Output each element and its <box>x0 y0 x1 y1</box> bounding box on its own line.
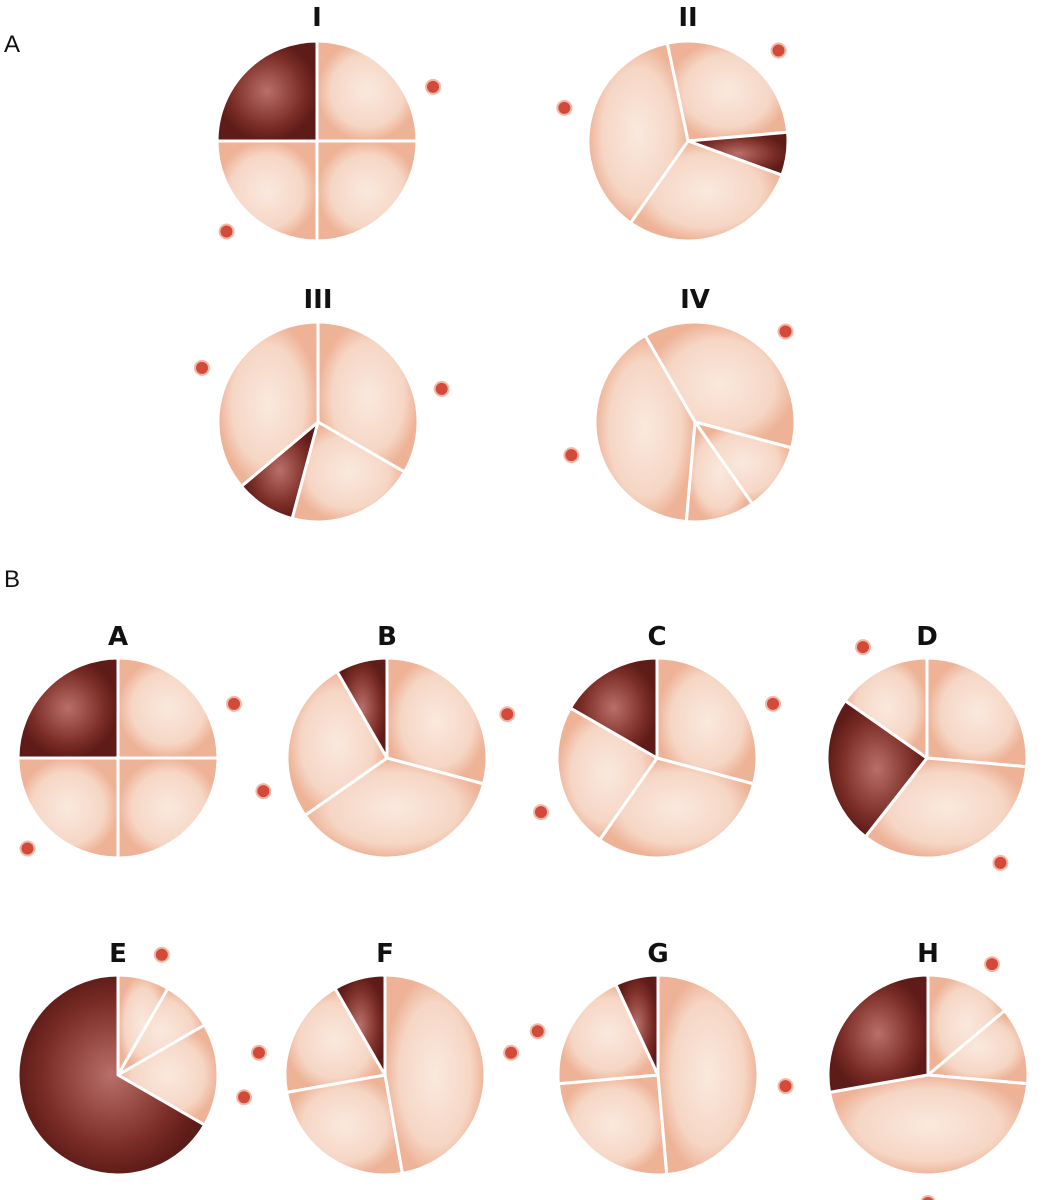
diagram-label-F: F <box>376 939 394 969</box>
diagram-label-H: H <box>917 939 939 969</box>
light-segment-2 <box>116 756 220 860</box>
light-segment-1 <box>656 973 760 1177</box>
dark-segment-4 <box>333 973 387 1077</box>
diagram-label-A: A <box>108 622 128 652</box>
dark-segment-4 <box>335 656 389 760</box>
light-segment-2 <box>303 756 486 860</box>
dark-segment-4 <box>16 656 120 760</box>
panel-label-b: B <box>4 566 20 593</box>
light-segment-1 <box>655 656 759 786</box>
light-segment-1 <box>925 656 1029 769</box>
diagram-A: A <box>16 622 243 860</box>
diagram-label-D: D <box>916 622 938 652</box>
marker-dot-2 <box>920 1195 936 1200</box>
marker-dot-2 <box>250 1044 267 1061</box>
marker-dot-2 <box>255 783 272 800</box>
light-segment-3 <box>555 706 659 842</box>
diagram-label-IV: IV <box>680 285 710 315</box>
diagram-I: I <box>215 3 442 243</box>
marker-dot-2 <box>236 1089 253 1106</box>
light-segment-2 <box>290 420 407 524</box>
diagram-label-B: B <box>377 622 397 652</box>
dark-segment-4 <box>568 656 659 760</box>
light-segment-1 <box>315 39 419 143</box>
marker-dot-2 <box>556 99 573 116</box>
marker-dot-1 <box>984 956 1000 973</box>
dark-segment-4 <box>215 39 319 143</box>
diagram-E: E <box>16 939 253 1177</box>
diagram-G: G <box>529 939 794 1177</box>
marker-dot-1 <box>503 1044 520 1061</box>
marker-dot-2 <box>529 1023 546 1040</box>
marker-dot-2 <box>19 840 36 857</box>
light-segment-1 <box>926 973 1007 1077</box>
light-segment-3 <box>215 139 319 243</box>
light-segment-2 <box>926 1009 1030 1086</box>
light-segment-4 <box>593 333 697 524</box>
light-segment-4 <box>586 41 690 225</box>
light-segment-3 <box>629 139 784 243</box>
diagram-label-I: I <box>312 3 322 33</box>
light-segment-1 <box>116 656 220 760</box>
marker-dot-2 <box>563 447 580 464</box>
light-segment-1 <box>643 320 797 450</box>
marker-dot-1 <box>765 695 782 712</box>
dark-segment-4 <box>16 973 207 1177</box>
diagram-label-C: C <box>647 622 666 652</box>
marker-dot-2 <box>855 639 871 656</box>
marker-dot-1 <box>425 78 442 95</box>
light-segment-2 <box>598 756 756 860</box>
light-segment-3 <box>828 1073 1030 1177</box>
marker-dot-1 <box>777 323 794 340</box>
diagram-label-III: III <box>303 285 332 315</box>
diagram-H: H <box>826 939 1030 1200</box>
light-segment-1 <box>385 656 489 786</box>
marker-dot-1 <box>433 380 450 397</box>
marker-dot-1 <box>153 946 170 963</box>
light-segment-3 <box>283 986 387 1094</box>
light-segment-2 <box>315 139 419 243</box>
marker-dot-1 <box>777 1078 794 1095</box>
diagram-II: II <box>556 3 790 243</box>
diagram-D: D <box>825 622 1029 871</box>
marker-dot-1 <box>226 695 243 712</box>
light-segment-4 <box>216 320 320 488</box>
light-segment-3 <box>285 669 389 817</box>
dark-segment-4 <box>614 973 660 1077</box>
light-segment-2 <box>556 1073 669 1177</box>
diagram-label-E: E <box>109 939 127 969</box>
light-segment-1 <box>383 973 487 1175</box>
panel-label-a: A <box>4 31 20 58</box>
light-segment-2 <box>863 756 1029 860</box>
diagram-label-G: G <box>647 939 668 969</box>
light-segment-1 <box>665 39 790 143</box>
dark-segment-4 <box>826 973 930 1094</box>
dark-segment-3 <box>825 699 929 839</box>
diagram-label-II: II <box>678 3 697 33</box>
diagram-C: C <box>532 622 782 860</box>
diagram-III: III <box>193 285 450 524</box>
marker-dot-1 <box>770 42 787 59</box>
light-segment-3 <box>556 982 660 1086</box>
light-segment-4 <box>843 656 929 760</box>
light-segment-1 <box>316 320 420 474</box>
light-segment-3 <box>116 1023 220 1127</box>
marker-dot-2 <box>218 223 235 240</box>
marker-dot-1 <box>992 854 1009 871</box>
marker-dot-2 <box>193 359 210 376</box>
diagram-F: F <box>250 939 520 1177</box>
diagram-B: B <box>255 622 516 860</box>
light-segment-2 <box>285 1073 404 1177</box>
diagram-IV: IV <box>563 285 797 524</box>
marker-dot-2 <box>532 804 549 821</box>
light-segment-3 <box>16 756 120 860</box>
marker-dot-1 <box>499 706 516 723</box>
